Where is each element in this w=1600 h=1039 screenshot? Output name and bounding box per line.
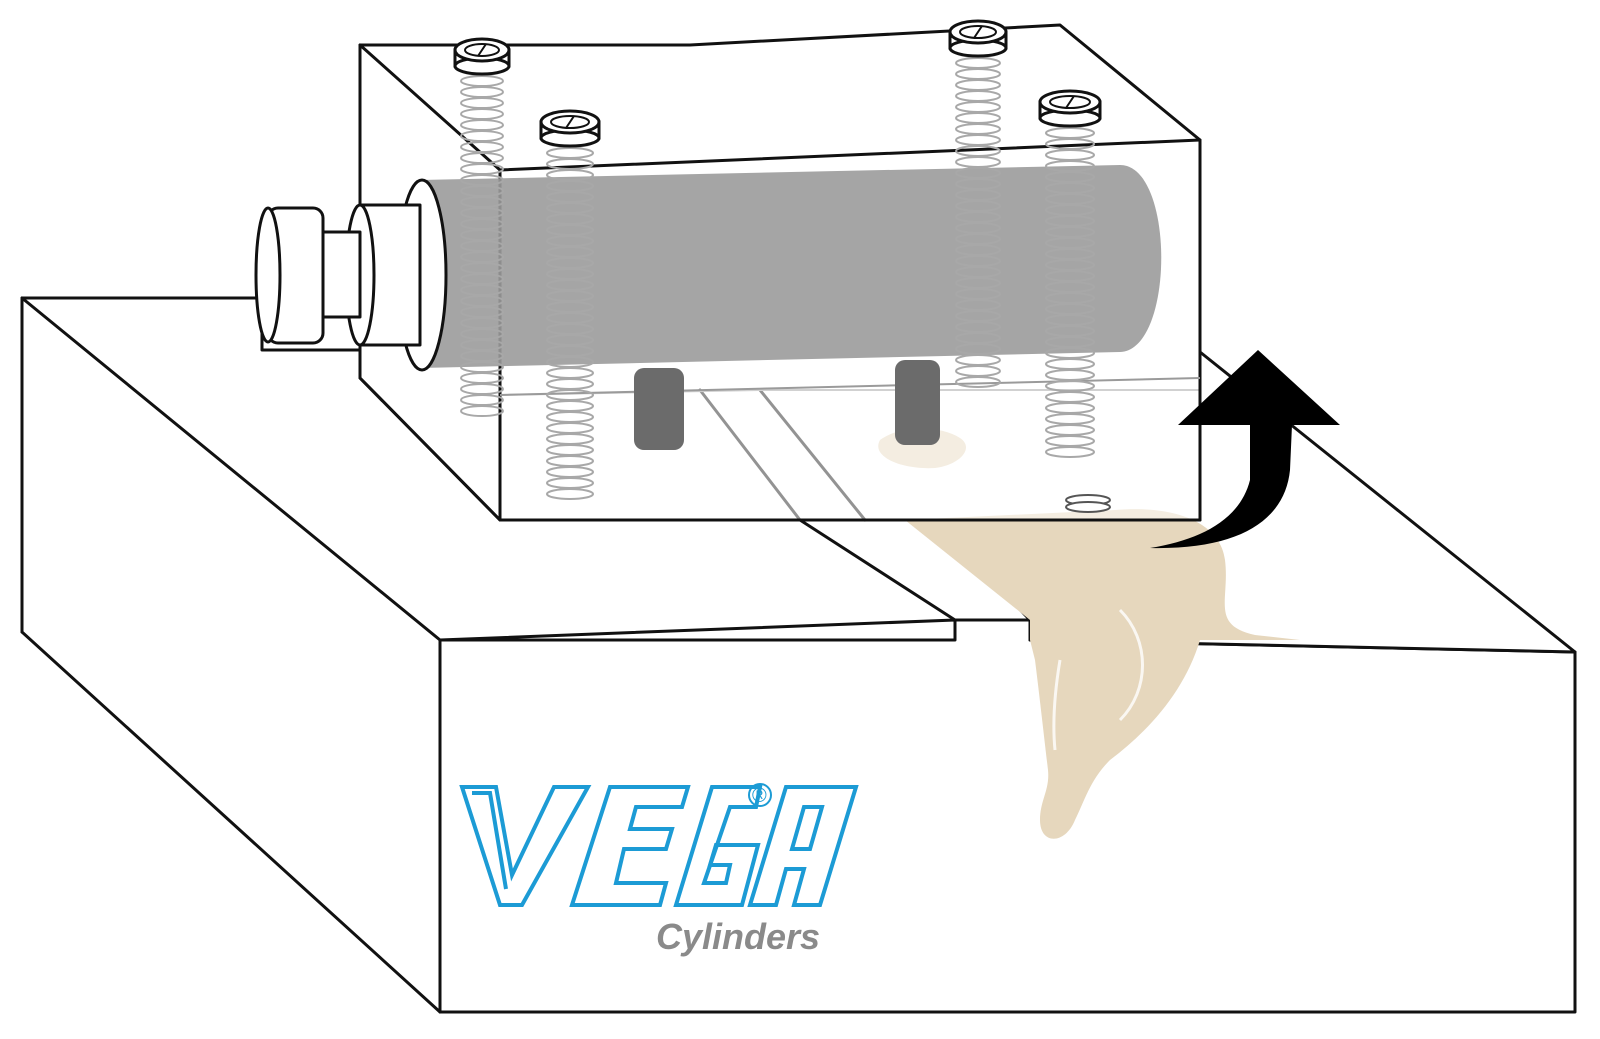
screw-tip <box>1065 494 1111 513</box>
registered-mark-circle <box>748 783 772 807</box>
logo-letter-g <box>673 785 763 907</box>
oil-puddle <box>905 509 1300 839</box>
cylinder-rod-left <box>634 368 684 450</box>
oil-highlight <box>1052 608 1144 751</box>
slotted-screw-icon <box>948 19 1008 388</box>
logo-letter-e <box>569 785 691 907</box>
curved-lift-arrow-icon <box>1150 350 1340 549</box>
hydraulic-cylinder <box>254 165 1162 450</box>
logo-letter-v <box>459 785 592 907</box>
cylinder-rod-right <box>895 360 940 445</box>
slotted-screw-icon <box>539 109 601 500</box>
slotted-screw-icon <box>1038 89 1102 458</box>
cylinder-end-cap <box>254 178 448 372</box>
cylinder-barrel <box>420 165 1162 368</box>
mounting-screws <box>453 19 1111 513</box>
end-cap-knob-face <box>254 206 282 344</box>
brand-subtitle: Cylinders <box>656 916 820 957</box>
slotted-screw-icon <box>453 37 511 417</box>
base-front-face <box>438 618 1577 1014</box>
base-block <box>20 296 1577 1014</box>
arrow-shape <box>1150 350 1340 549</box>
end-cap-neck <box>318 230 362 319</box>
logo-letter-a <box>747 785 859 907</box>
vega-logo: ® Cylinders <box>459 783 859 957</box>
registered-mark: ® <box>752 785 767 807</box>
